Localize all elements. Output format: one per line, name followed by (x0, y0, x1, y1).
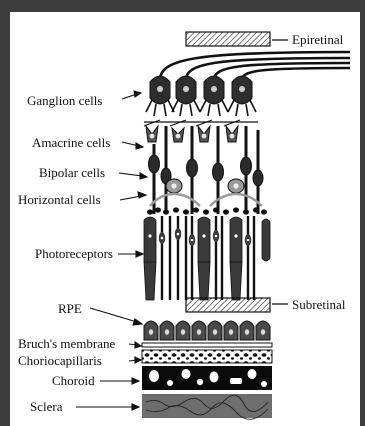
choroid-layer (142, 366, 272, 390)
amacrine-cells (144, 120, 258, 142)
epiretinal-implant (186, 32, 288, 46)
choriocapillaris-layer (142, 350, 272, 363)
label-sclera: Sclera (30, 399, 62, 414)
label-amacrine-cells: Amacrine cells (32, 135, 110, 150)
label-epiretinal: Epiretinal (292, 32, 343, 47)
photoreceptors (144, 216, 270, 300)
label-bipolar-cells: Bipolar cells (39, 165, 105, 180)
bruchs-membrane-layer (142, 343, 272, 347)
label-choroid: Choroid (52, 373, 95, 388)
subretinal-implant (186, 298, 288, 312)
sclera-layer (142, 394, 272, 419)
label-photoreceptors: Photoreceptors (35, 246, 113, 261)
label-bruchs-membrane: Bruch's membrane (18, 336, 115, 351)
label-horizontal-cells: Horizontal cells (18, 192, 101, 207)
ganglion-axons (160, 52, 350, 80)
ganglion-cells (146, 76, 256, 116)
label-rpe: RPE (58, 301, 82, 316)
rpe-layer (144, 321, 270, 340)
label-choriocapillaris: Choriocapillaris (18, 353, 102, 368)
label-ganglion-cells: Ganglion cells (27, 93, 102, 108)
label-subretinal: Subretinal (292, 297, 345, 312)
